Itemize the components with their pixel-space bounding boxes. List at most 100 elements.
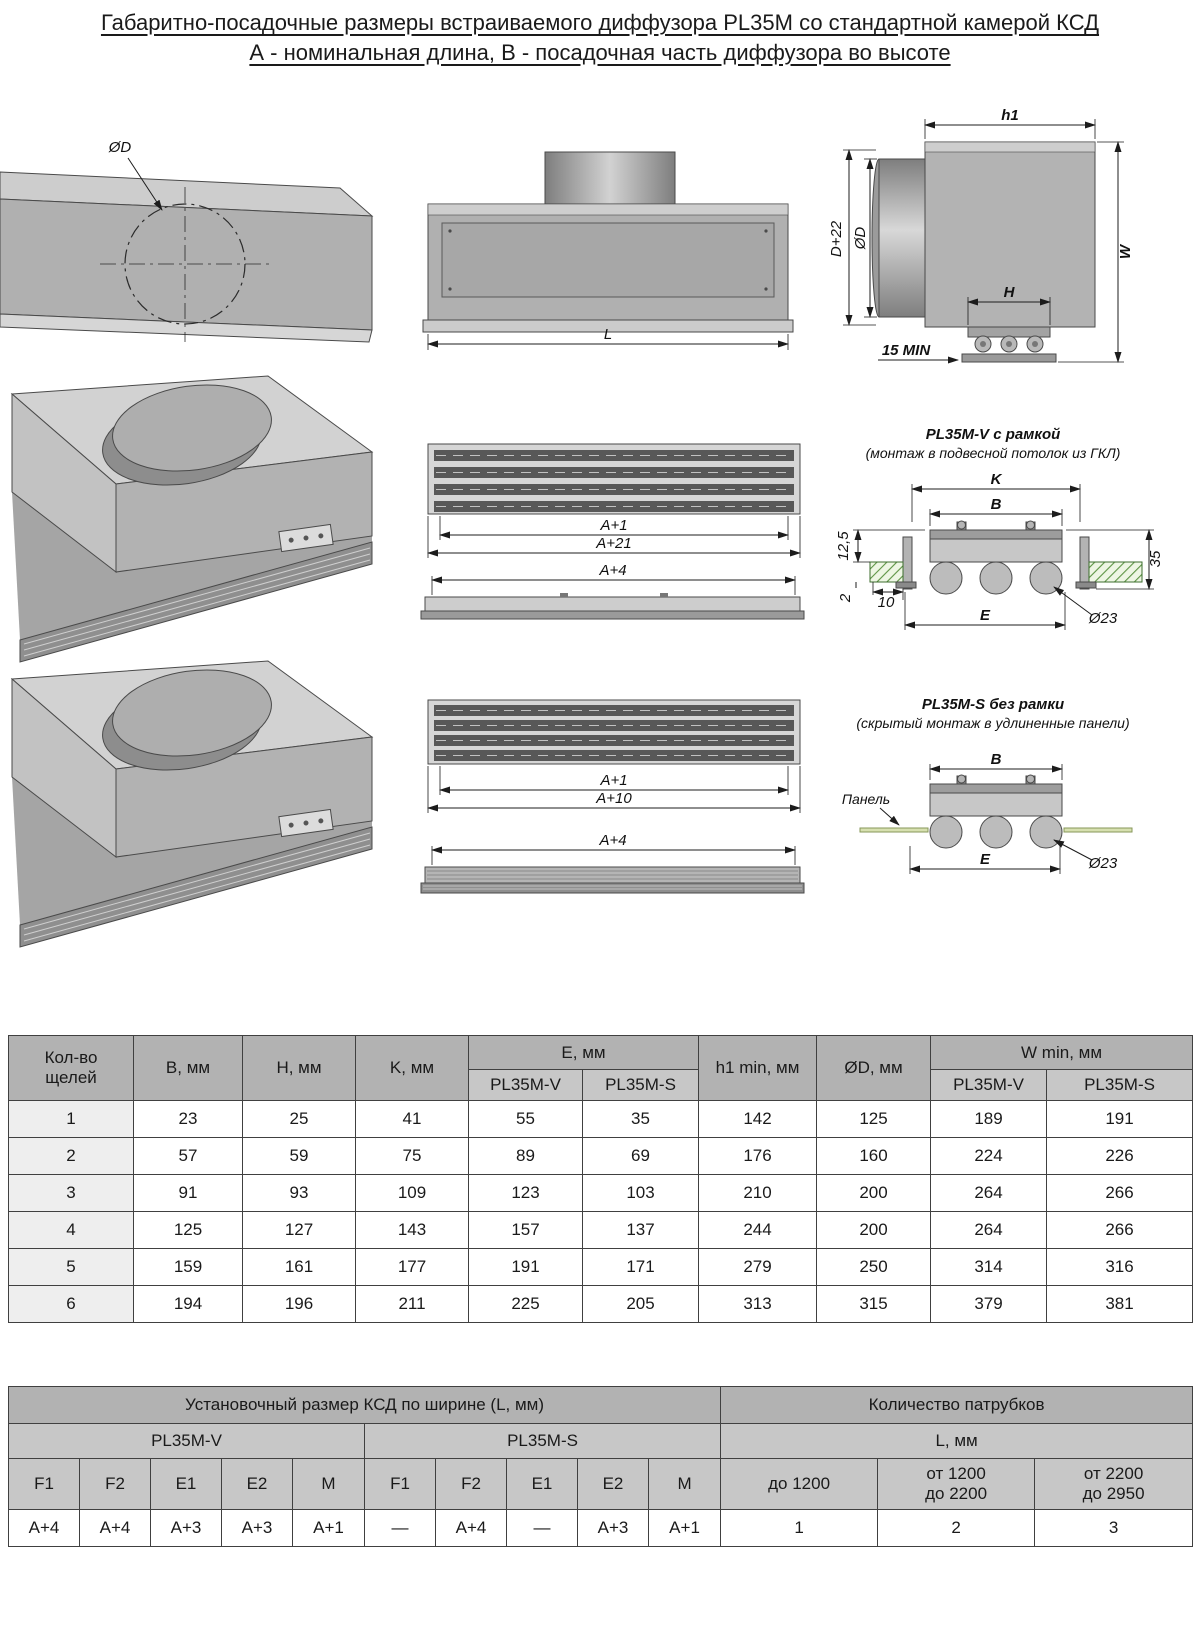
- cell-h: 59: [242, 1137, 356, 1175]
- col-header-w-v: PL35M-V: [930, 1069, 1048, 1101]
- col-header-od: ØD, мм: [816, 1035, 932, 1101]
- dimensions-table: Кол-во щелей B, мм H, мм K, мм E, мм h1 …: [8, 1035, 1194, 1323]
- cell-h: 25: [242, 1100, 356, 1138]
- dim-o23-label: Ø23: [1088, 610, 1118, 627]
- cell-slots: 1: [8, 1100, 134, 1138]
- cell-e-v: 191: [468, 1248, 583, 1286]
- col-v-m: M: [292, 1458, 365, 1510]
- install-table-left-title: Установочный размер КСД по ширине (L, мм…: [7, 1386, 722, 1424]
- face-view-v: A+1 A+21 A+4: [420, 443, 805, 620]
- dim-a21-label: A+21: [595, 535, 631, 552]
- cell-b: 57: [133, 1137, 243, 1175]
- side-view-duct: L: [422, 151, 794, 350]
- value-v-f1: A+4: [8, 1509, 80, 1547]
- value-v-m: A+1: [292, 1509, 365, 1547]
- cell-od: 315: [816, 1285, 932, 1323]
- dim-k-label: K: [991, 471, 1003, 488]
- cell-w-s: 226: [1046, 1137, 1194, 1175]
- panel-strip-right: [1063, 827, 1133, 833]
- cell-w-s: 191: [1046, 1100, 1194, 1138]
- value-v-e1: A+3: [150, 1509, 222, 1547]
- table-row: 4 125 127 143 157 137 244 200 264 266: [8, 1211, 1194, 1249]
- table-row: 6 194 196 211 225 205 313 315 379 381: [8, 1285, 1194, 1323]
- group-header-pl35ms: PL35M-S: [363, 1423, 722, 1459]
- value-s-f1: —: [364, 1509, 436, 1547]
- cell-e-s: 205: [581, 1285, 700, 1323]
- cell-slots: 3: [8, 1174, 134, 1212]
- table-row: 1 23 25 41 55 35 142 125 189 191: [8, 1100, 1194, 1138]
- duct-stub: [544, 151, 676, 205]
- gkl-ceiling-left: [869, 561, 904, 583]
- cell-slots: 6: [8, 1285, 134, 1323]
- slot-rollers-s: [929, 815, 1063, 849]
- cell-b: 91: [133, 1174, 243, 1212]
- col-s-f2: F2: [435, 1458, 507, 1510]
- dim-a4-label: A+4: [598, 562, 626, 579]
- col-header-w-s: PL35M-S: [1046, 1069, 1194, 1101]
- col-header-h: H, мм: [242, 1035, 356, 1101]
- col-header-e: E, мм: [467, 1035, 700, 1070]
- profile-body: [929, 792, 1063, 817]
- profile-body: [929, 538, 1063, 563]
- col-header-slots: Кол-во щелей: [8, 1035, 134, 1101]
- table-row: 5 159 161 177 191 171 279 250 314 316: [8, 1248, 1194, 1286]
- dim-e-label: E: [980, 851, 991, 868]
- profile-top-plate: [929, 783, 1063, 794]
- cell-e-s: 103: [581, 1174, 700, 1212]
- title-block: Габаритно-посадочные размеры встраиваемо…: [0, 8, 1200, 67]
- side-view-chamber: h1 D+22 ØD W H 15 MIN: [828, 107, 1134, 364]
- dim-o23-label: Ø23: [1088, 855, 1118, 872]
- front-view-panel: ØD: [0, 139, 374, 343]
- col-v-e2: E2: [221, 1458, 293, 1510]
- cell-b: 159: [133, 1248, 243, 1286]
- cell-k: 41: [355, 1100, 469, 1138]
- cell-w-v: 264: [930, 1174, 1048, 1212]
- value-count-1: 1: [720, 1509, 879, 1547]
- dim-b-label: B: [991, 751, 1002, 768]
- cell-h1min: 279: [698, 1248, 818, 1286]
- cell-k: 109: [355, 1174, 469, 1212]
- cell-w-v: 314: [930, 1248, 1048, 1286]
- cell-h: 161: [242, 1248, 356, 1286]
- value-v-e2: A+3: [221, 1509, 293, 1547]
- cell-slots: 5: [8, 1248, 134, 1286]
- cell-e-v: 225: [468, 1285, 583, 1323]
- cell-e-s: 137: [581, 1211, 700, 1249]
- profile-bar: [424, 596, 801, 612]
- cell-b: 194: [133, 1285, 243, 1323]
- cell-h: 93: [242, 1174, 356, 1212]
- dim-a4-label: A+4: [598, 832, 626, 849]
- dim-d22-label: D+22: [828, 220, 845, 257]
- gkl-ceiling-right: [1088, 561, 1143, 583]
- table-row: 3 91 93 109 123 103 210 200 264 266: [8, 1174, 1194, 1212]
- cell-h1min: 210: [698, 1174, 818, 1212]
- panel-strip-left: [859, 827, 929, 833]
- page-title: Габаритно-посадочные размеры встраиваемо…: [100, 10, 1100, 35]
- value-s-m: A+1: [647, 1509, 722, 1547]
- col-header-e-s: PL35M-S: [581, 1069, 700, 1101]
- profile-top-plate: [929, 529, 1063, 540]
- cell-h: 196: [242, 1285, 356, 1323]
- dim-2-label: 2: [837, 593, 854, 603]
- dim-125-label: 12,5: [835, 531, 852, 561]
- caption-v-line2: (монтаж в подвесной потолок из ГКЛ): [866, 445, 1121, 461]
- value-count-2: 2: [877, 1509, 1036, 1547]
- panel-bottom-edge: [0, 313, 373, 343]
- cell-od: 200: [816, 1174, 932, 1212]
- dim-h1-label: h1: [1001, 107, 1019, 124]
- col-l-range-2: от 1200 до 2200: [877, 1458, 1036, 1510]
- col-header-b: B, мм: [133, 1035, 243, 1101]
- col-header-wmin: W min, мм: [930, 1035, 1194, 1070]
- cell-w-v: 379: [930, 1285, 1048, 1323]
- panel-front-face: [0, 198, 373, 331]
- access-panel: [441, 222, 775, 298]
- cell-w-s: 381: [1046, 1285, 1194, 1323]
- cell-od: 200: [816, 1211, 932, 1249]
- col-l-range-1: до 1200: [720, 1458, 879, 1510]
- duct-spigot: [878, 158, 926, 318]
- col-s-e2: E2: [577, 1458, 649, 1510]
- col-v-e1: E1: [150, 1458, 222, 1510]
- cell-e-v: 123: [468, 1174, 583, 1212]
- cell-h1min: 176: [698, 1137, 818, 1175]
- caption-s-line1: PL35M-S без рамки: [922, 696, 1064, 713]
